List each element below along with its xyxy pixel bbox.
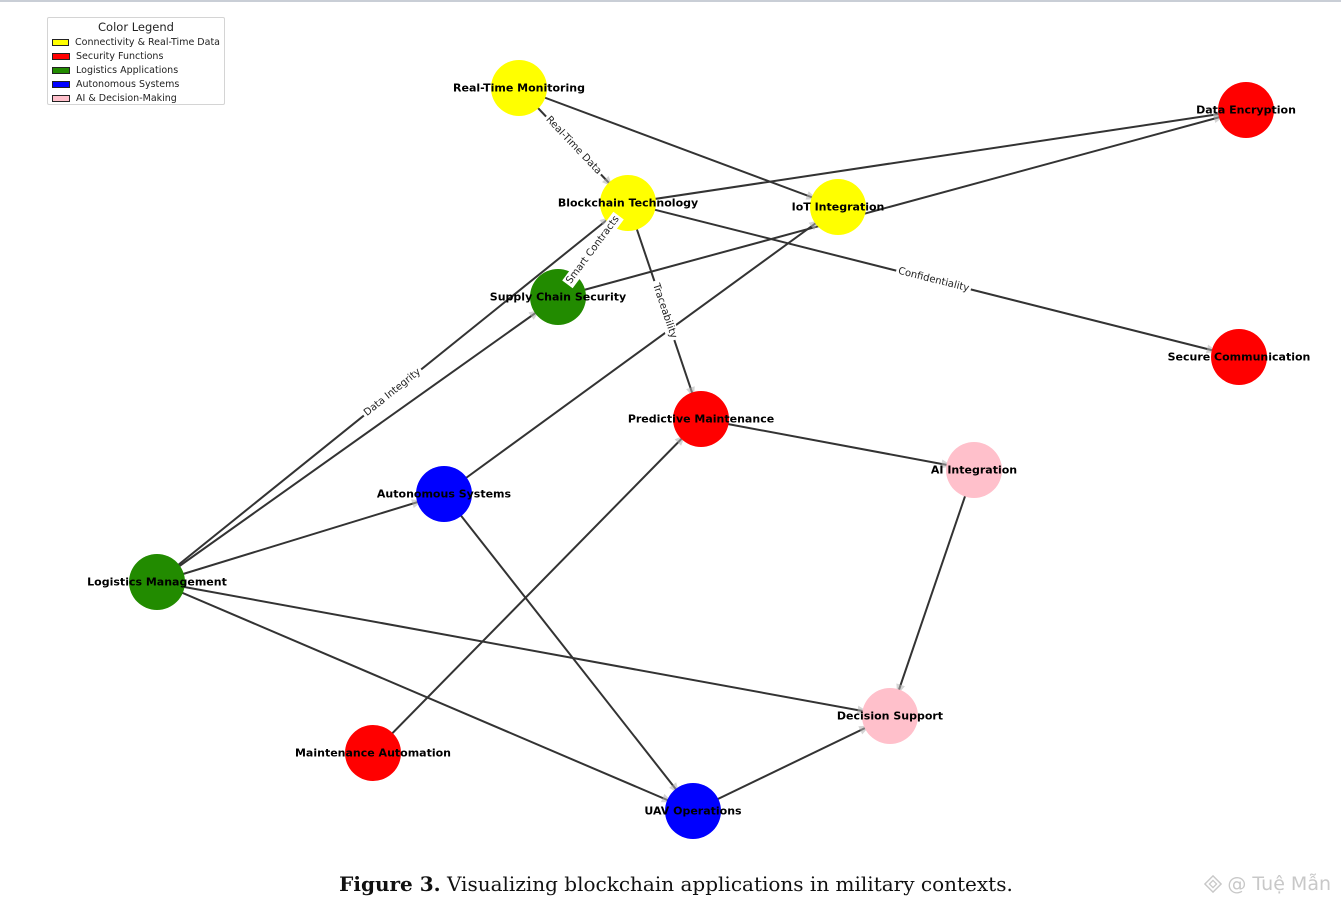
node-label-ma: Maintenance Automation bbox=[295, 747, 451, 760]
node-label-ds: Decision Support bbox=[837, 710, 943, 723]
node-sc bbox=[1211, 329, 1267, 385]
node-ai bbox=[946, 442, 1002, 498]
legend-title: Color Legend bbox=[98, 20, 174, 34]
diamond-logo-icon bbox=[1204, 875, 1223, 893]
legend-label: Connectivity & Real-Time Data bbox=[75, 36, 220, 48]
node-ma bbox=[345, 725, 401, 781]
edge-lm-as bbox=[156, 493, 445, 583]
edge-label: Data Integrity bbox=[359, 364, 426, 421]
legend-swatch bbox=[52, 66, 70, 74]
node-rtm bbox=[491, 60, 547, 116]
node-label-pm: Predictive Maintenance bbox=[628, 413, 774, 426]
network-graph: Real-Time DataConfidentialityTraceabilit… bbox=[87, 60, 1310, 839]
edge-label-text: Traceability bbox=[650, 281, 679, 340]
edge-bt-de bbox=[627, 109, 1247, 204]
edge-label-text: Real-Time Data bbox=[543, 114, 603, 177]
legend-label: Logistics Applications bbox=[76, 64, 179, 76]
node-ds bbox=[862, 688, 918, 744]
legend-swatch bbox=[52, 94, 70, 102]
node-label-de: Data Encryption bbox=[1196, 104, 1296, 117]
node-lm bbox=[129, 554, 185, 610]
legend-label: Security Functions bbox=[76, 50, 164, 62]
legend-swatch bbox=[52, 80, 70, 88]
edge-lm-scs bbox=[156, 296, 559, 583]
edge-ma-pm bbox=[372, 418, 702, 754]
node-label-scs: Supply Chain Security bbox=[490, 291, 626, 304]
legend-item: Security Functions bbox=[52, 49, 220, 63]
node-de bbox=[1218, 82, 1274, 138]
edge-as-uav bbox=[443, 493, 694, 812]
legend-swatch bbox=[52, 52, 70, 60]
caption-prefix: Figure 3. bbox=[339, 872, 441, 896]
edges-layer bbox=[156, 87, 1247, 812]
legend-swatch bbox=[52, 38, 70, 46]
watermark-text: @ Tuệ Mẫn bbox=[1227, 873, 1331, 895]
edge-as-iot bbox=[443, 206, 839, 495]
edge-lm-uav bbox=[156, 581, 694, 812]
legend-item: Autonomous Systems bbox=[52, 77, 220, 91]
top-border bbox=[0, 0, 1341, 2]
node-label-ai: AI Integration bbox=[931, 464, 1017, 477]
node-label-rtm: Real-Time Monitoring bbox=[453, 82, 585, 95]
node-label-lm: Logistics Management bbox=[87, 576, 227, 589]
edge-scs-de bbox=[557, 109, 1247, 298]
edge-label-background bbox=[648, 278, 681, 343]
color-legend: Color Legend Connectivity & Real-Time Da… bbox=[47, 17, 225, 105]
edge-ai-ds bbox=[889, 469, 975, 717]
edge-lm-ds bbox=[156, 581, 891, 717]
node-label-iot: IoT Integration bbox=[792, 201, 885, 214]
edge-label-background bbox=[359, 364, 426, 421]
nodes-layer bbox=[129, 60, 1274, 839]
node-label-sc: Secure Communication bbox=[1168, 351, 1311, 364]
edge-pm-ai bbox=[700, 418, 975, 471]
edge-label: Real-Time Data bbox=[541, 112, 606, 179]
edge-label-background bbox=[894, 264, 973, 296]
legend-item: Logistics Applications bbox=[52, 63, 220, 77]
node-uav bbox=[665, 783, 721, 839]
caption-text: Visualizing blockchain applications in m… bbox=[440, 872, 1013, 896]
node-iot bbox=[810, 179, 866, 235]
edge-label-text: Smart Contracts bbox=[564, 214, 622, 286]
edge-label-text: Data Integrity bbox=[362, 366, 423, 418]
watermark: @ Tuệ Mẫn bbox=[1204, 873, 1331, 895]
edge-label: Confidentiality bbox=[894, 264, 973, 296]
node-label-bt: Blockchain Technology bbox=[558, 197, 698, 210]
node-as bbox=[416, 466, 472, 522]
edge-label: Smart Contracts bbox=[562, 211, 624, 289]
node-label-as: Autonomous Systems bbox=[377, 488, 512, 501]
legend-item: AI & Decision-Making bbox=[52, 91, 220, 105]
edge-rtm-iot bbox=[518, 87, 839, 208]
legend-label: Autonomous Systems bbox=[76, 78, 180, 90]
edge-uav-ds bbox=[692, 715, 891, 812]
legend-item: Connectivity & Real-Time Data bbox=[52, 35, 220, 49]
edge-label-background bbox=[562, 211, 624, 289]
legend-label: AI & Decision-Making bbox=[76, 92, 177, 104]
node-pm bbox=[673, 391, 729, 447]
figure-caption: Figure 3. Visualizing blockchain applica… bbox=[0, 872, 1341, 896]
node-label-uav: UAV Operations bbox=[644, 805, 742, 818]
edge-label-background bbox=[541, 112, 606, 179]
